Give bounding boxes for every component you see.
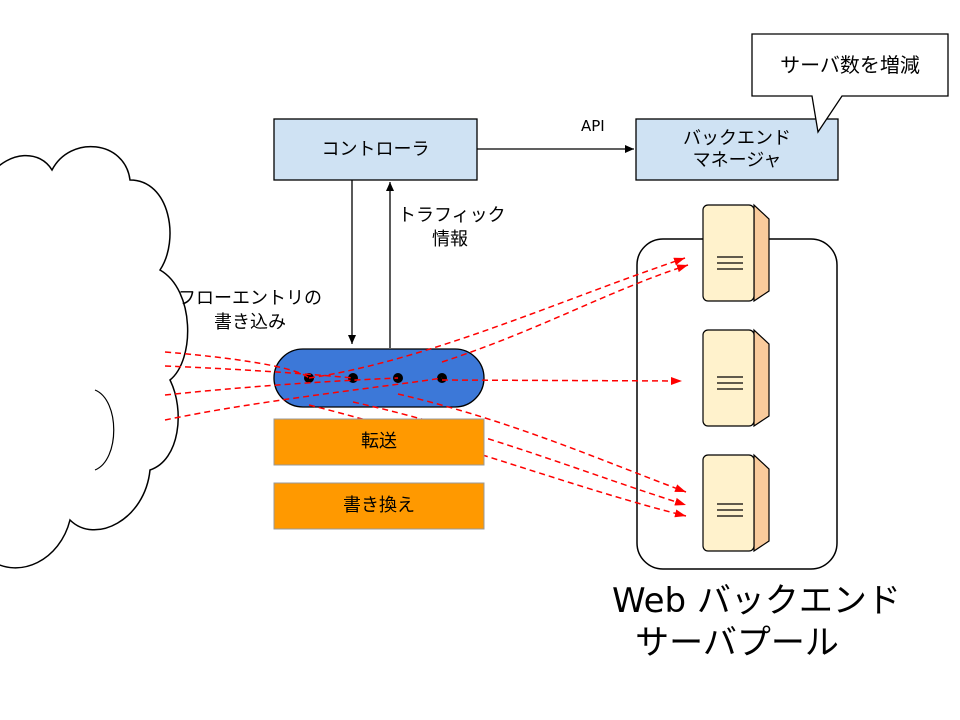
- cloud-inner-curve: [94, 389, 115, 471]
- controller-label: コントローラ: [321, 138, 430, 160]
- flow-lines: [164, 257, 689, 518]
- traffic-info-label: トラフィック 情報: [398, 204, 506, 252]
- traffic-info-line2: 情報: [432, 229, 468, 250]
- backend-manager-box: [635, 118, 839, 181]
- controller-box: [273, 118, 478, 181]
- server-2: [702, 328, 770, 428]
- traffic-info-line1: トラフィック: [398, 205, 506, 226]
- transfer-action-label: 転送: [361, 431, 397, 453]
- cloud-shape: [0, 145, 189, 569]
- openflow-switch: [273, 348, 485, 408]
- flow-entry-line1: フローエントリの: [178, 288, 322, 309]
- backend-manager-label: バックエンド マネージャ: [636, 119, 838, 180]
- rewrite-action-label: 書き換え: [343, 495, 415, 517]
- api-label: API: [581, 117, 605, 135]
- flow-entry-line2: 書き込み: [214, 312, 286, 333]
- server-pool-line1: Web バックエンド: [612, 581, 901, 621]
- server-pool-label: Web バックエンド サーバプール: [612, 580, 901, 664]
- flow-entry-label: フローエントリの 書き込み: [178, 287, 322, 335]
- rewrite-action-box: [273, 482, 485, 530]
- callout-bubble: [751, 33, 949, 134]
- callout-label: サーバ数を増減: [780, 53, 920, 77]
- server-1: [702, 203, 770, 303]
- transfer-action-box: [273, 418, 485, 466]
- server-3: [702, 453, 770, 553]
- backend-manager-line2: マネージャ: [692, 149, 782, 171]
- server-pool-line2: サーバプール: [635, 623, 839, 663]
- backend-manager-line1: バックエンド: [683, 127, 791, 149]
